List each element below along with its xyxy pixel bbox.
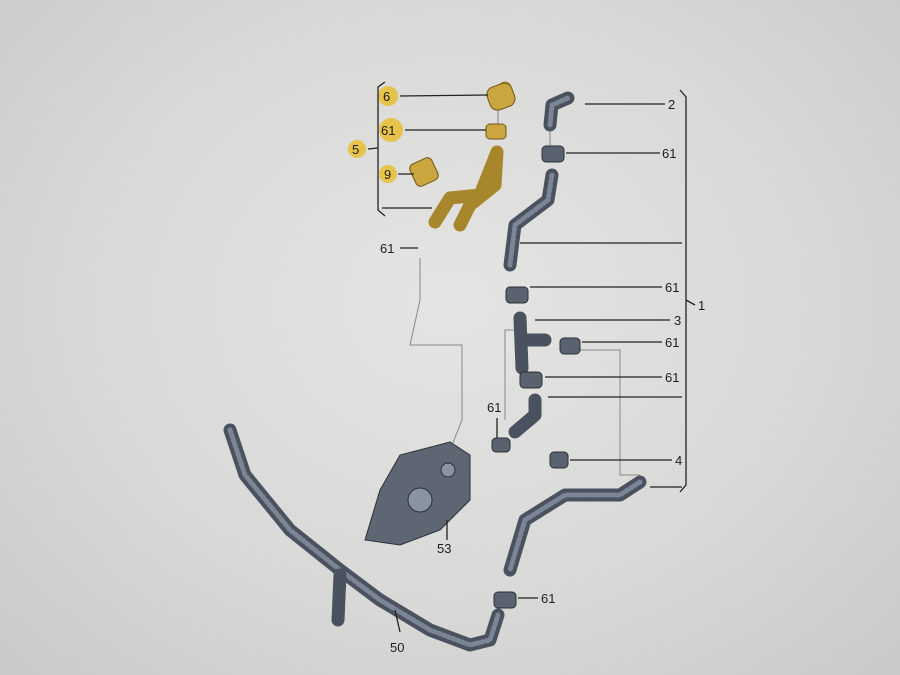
- label-part-61[interactable]: 61: [541, 591, 555, 606]
- bracket-5: [367, 81, 489, 217]
- label-highlight: [379, 165, 397, 183]
- hose-4[interactable]: [493, 475, 647, 609]
- label-part-53[interactable]: 53: [437, 541, 451, 556]
- assembly-guide: [580, 349, 640, 476]
- label-part-2[interactable]: 2: [668, 97, 675, 112]
- label-part-4[interactable]: 4: [675, 453, 682, 468]
- label-part-61[interactable]: 61: [665, 335, 679, 350]
- label-part-9[interactable]: 9: [384, 167, 391, 182]
- label-part-1[interactable]: 1: [698, 298, 705, 313]
- assembly-guide: [409, 258, 463, 451]
- t-connector-3[interactable]: [513, 311, 581, 389]
- label-part-6[interactable]: 6: [383, 89, 390, 104]
- hose-assembly-5-highlighted[interactable]: [408, 81, 517, 232]
- label-part-61[interactable]: 61: [381, 123, 395, 138]
- thermostat-housing-53[interactable]: [364, 441, 471, 546]
- label-part-61[interactable]: 61: [665, 370, 679, 385]
- hose-elbow[interactable]: [491, 393, 569, 469]
- label-part-61[interactable]: 61: [487, 400, 501, 415]
- pipe-50[interactable]: [223, 423, 505, 652]
- hose-2[interactable]: [503, 91, 575, 304]
- label-part-5[interactable]: 5: [352, 142, 359, 157]
- label-part-3[interactable]: 3: [674, 313, 681, 328]
- label-highlight: [378, 86, 398, 106]
- label-highlight: [379, 118, 403, 142]
- label-part-61[interactable]: 61: [662, 146, 676, 161]
- label-part-61[interactable]: 61: [665, 280, 679, 295]
- label-highlight: [348, 140, 366, 158]
- label-part-61[interactable]: 61: [380, 241, 394, 256]
- label-part-50[interactable]: 50: [390, 640, 404, 655]
- leader-lines: [394, 103, 682, 633]
- bracket-1: [679, 89, 696, 493]
